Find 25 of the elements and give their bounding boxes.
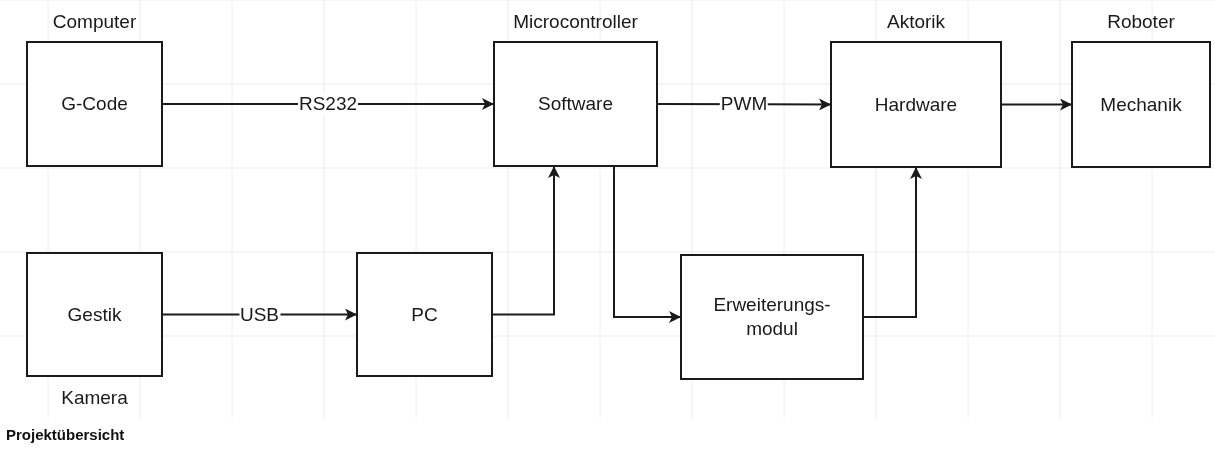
box-text: Gestik [67,302,122,327]
arrow [613,166,681,323]
box-text: PC [411,302,438,327]
box-text: Software [538,92,613,116]
box-text: Mechanik [1100,92,1182,117]
box-heading: Aktorik [886,11,946,33]
arrow [492,166,560,316]
arrow [1001,98,1072,111]
box-heading: Microcontroller [513,11,638,33]
box-text: G-Code [61,92,128,116]
process-box [26,41,163,167]
caption: Projektübersicht [6,426,125,443]
process-box [830,41,1002,168]
box-text: Hardware [874,92,958,117]
process-box [493,41,658,167]
process-box [1071,41,1211,168]
process-box [356,252,493,377]
box-heading: Roboter [1107,11,1175,33]
edge-label: RS232 [297,93,359,115]
box-heading: Kamera [61,387,128,409]
box-text: Erweiterungs- modul [712,293,832,341]
arrow [863,167,922,318]
process-box [26,252,163,377]
process-box [680,254,864,380]
box-heading: Computer [52,11,137,33]
